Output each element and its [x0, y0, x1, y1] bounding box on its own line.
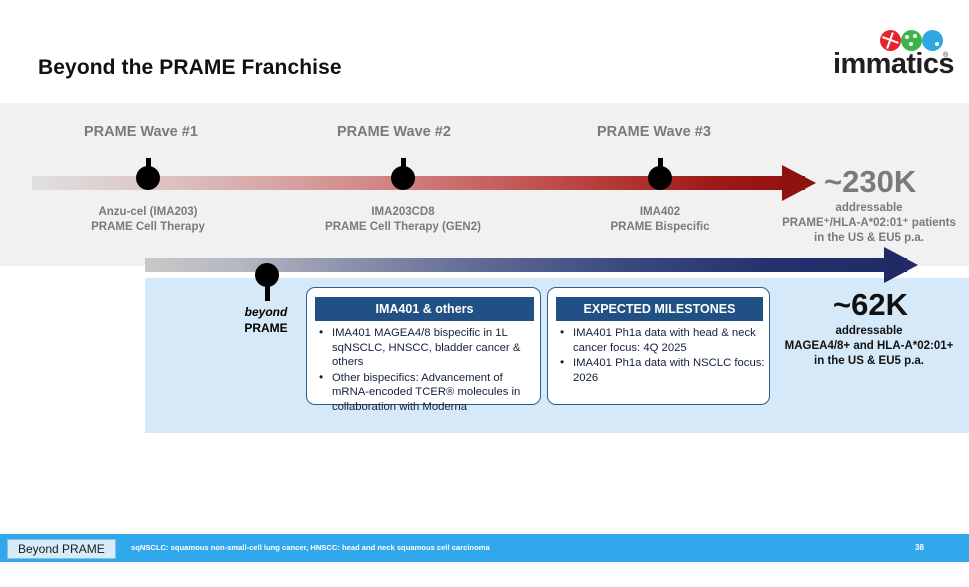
wave-pin-2 [391, 158, 415, 190]
beyond-metric-caption: addressable MAGEA4/8+ and HLA-A*02:01+ i… [784, 325, 954, 367]
wave-caption-3: IMA402 PRAME Bispecific [610, 206, 710, 233]
beyond-metric-value: ~62K [833, 287, 908, 322]
card-ima401-body: IMA401 MAGEA4/8 bispecific in 1L sqNSCLC… [315, 325, 536, 416]
wave-label-3: PRAME Wave #3 [597, 124, 711, 140]
beyond-label-plain: PRAME [244, 321, 288, 335]
logo-dot-green-icon [901, 30, 922, 51]
prame-metric-caption: addressable PRAME⁺/HLA-A*02:01⁺ patients… [782, 202, 956, 244]
wave-pin-1 [136, 158, 160, 190]
page-title: Beyond the PRAME Franchise [38, 56, 342, 79]
beyond-label-italic: beyond [244, 305, 288, 319]
wave-caption-2: IMA203CD8 PRAME Cell Therapy (GEN2) [325, 206, 481, 233]
logo-wordmark: immatics [833, 48, 955, 80]
prame-metric-value: ~230K [824, 164, 917, 199]
list-item: IMA401 MAGEA4/8 bispecific in 1L sqNSCLC… [315, 325, 536, 370]
list-item: Other bispecifics: Advancement of mRNA-e… [315, 370, 536, 415]
logo-registered-mark: ® [943, 52, 949, 59]
logo-dot-blue-icon [922, 30, 943, 51]
footer-abbreviation-note: sqNSCLC: squamous non-small-cell lung ca… [131, 543, 490, 552]
prame-timeline-bar [32, 176, 805, 190]
wave-label-1: PRAME Wave #1 [84, 124, 198, 140]
card-milestones-header: EXPECTED MILESTONES [556, 297, 763, 321]
card-ima401-others: IMA401 & others IMA401 MAGEA4/8 bispecif… [306, 287, 541, 413]
footer-section-tag[interactable]: Beyond PRAME [7, 539, 116, 559]
card-expected-milestones: EXPECTED MILESTONES IMA401 Ph1a data wit… [547, 287, 770, 405]
logo-dot-red-icon [880, 30, 901, 51]
prame-timeline-arrowhead-icon [782, 165, 816, 201]
card-ima401-header: IMA401 & others [315, 297, 534, 321]
list-item: IMA401 Ph1a data with NSCLC focus: 2026 [556, 355, 765, 385]
wave-caption-1: Anzu-cel (IMA203) PRAME Cell Therapy [91, 206, 205, 233]
list-item: IMA401 Ph1a data with head & neck cancer… [556, 325, 765, 355]
wave-pin-3 [648, 158, 672, 190]
beyond-timeline-bar [145, 258, 907, 272]
wave-label-2: PRAME Wave #2 [337, 124, 451, 140]
immatics-logo: immatics ® [833, 30, 955, 80]
beyond-prame-pin [255, 263, 279, 301]
beyond-prame-caption: beyond PRAME [226, 304, 306, 336]
page-number: 38 [915, 543, 924, 552]
logo-dots [880, 30, 943, 52]
card-milestones-body: IMA401 Ph1a data with head & neck cancer… [556, 325, 765, 386]
footer-bar [0, 534, 969, 562]
beyond-timeline-arrowhead-icon [884, 247, 918, 283]
